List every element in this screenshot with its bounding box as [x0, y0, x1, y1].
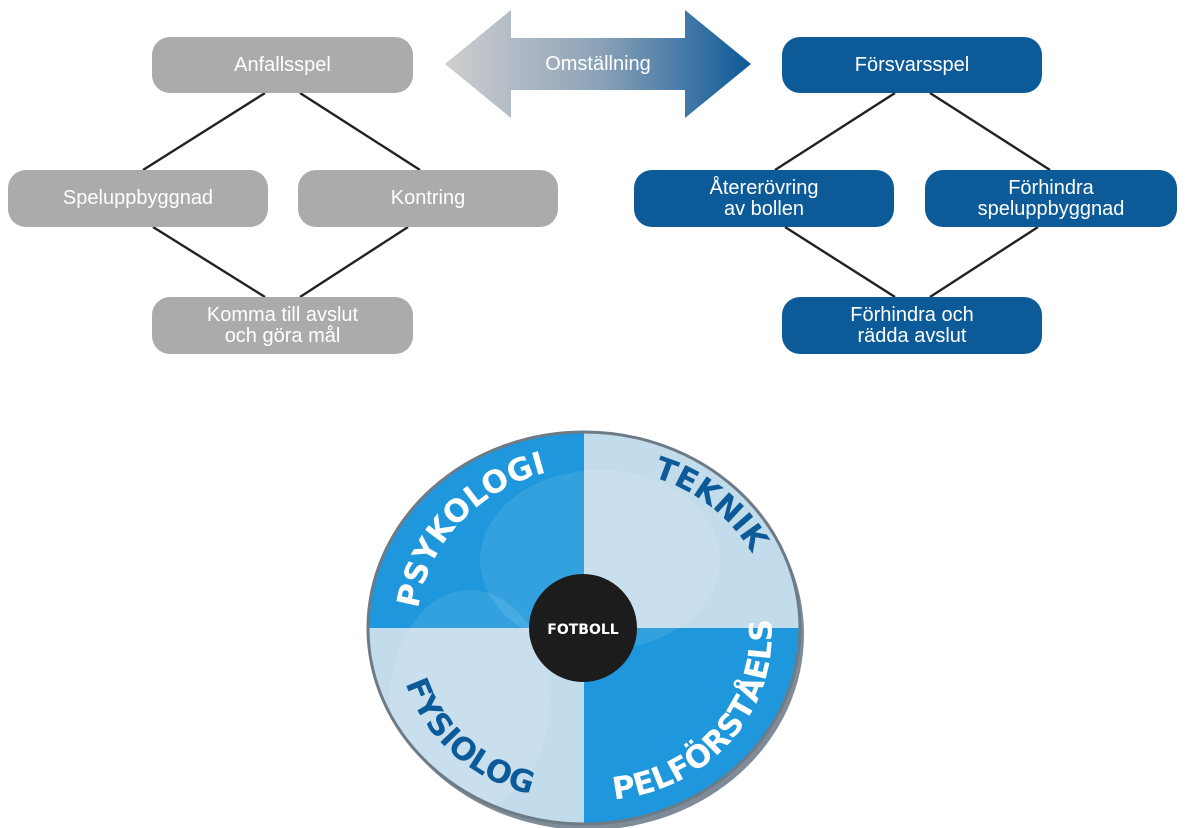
- attack-line-top-left: [142, 91, 266, 172]
- transition-label: Omställning: [545, 52, 651, 75]
- attack-top-box: Anfallsspel: [152, 37, 413, 93]
- attack-left-box: Speluppbyggnad: [8, 170, 268, 227]
- attack-bottom-box: Komma till avslut och göra mål: [152, 297, 413, 354]
- transition-double-arrow: [445, 10, 751, 118]
- defense-left-box: Återerövring av bollen: [634, 170, 894, 227]
- defense-line-bottom-left: [784, 225, 896, 299]
- center-label: FOTBOLL: [547, 622, 619, 638]
- attack-right-box: Kontring: [298, 170, 558, 227]
- defense-bottom-box: Förhindra och rädda avslut: [782, 297, 1042, 354]
- defense-line-top-right: [929, 91, 1051, 172]
- defense-line-top-left: [774, 91, 896, 172]
- attack-line-bottom-left: [152, 225, 266, 299]
- defense-top-box: Försvarsspel: [782, 37, 1042, 93]
- defense-line-bottom-right: [929, 225, 1039, 299]
- attack-line-bottom-right: [299, 225, 409, 299]
- wheel-rim: [366, 430, 802, 826]
- center-circle: [529, 574, 637, 682]
- defense-right-box: Förhindra speluppbyggnad: [925, 170, 1177, 227]
- attack-line-top-right: [299, 91, 421, 172]
